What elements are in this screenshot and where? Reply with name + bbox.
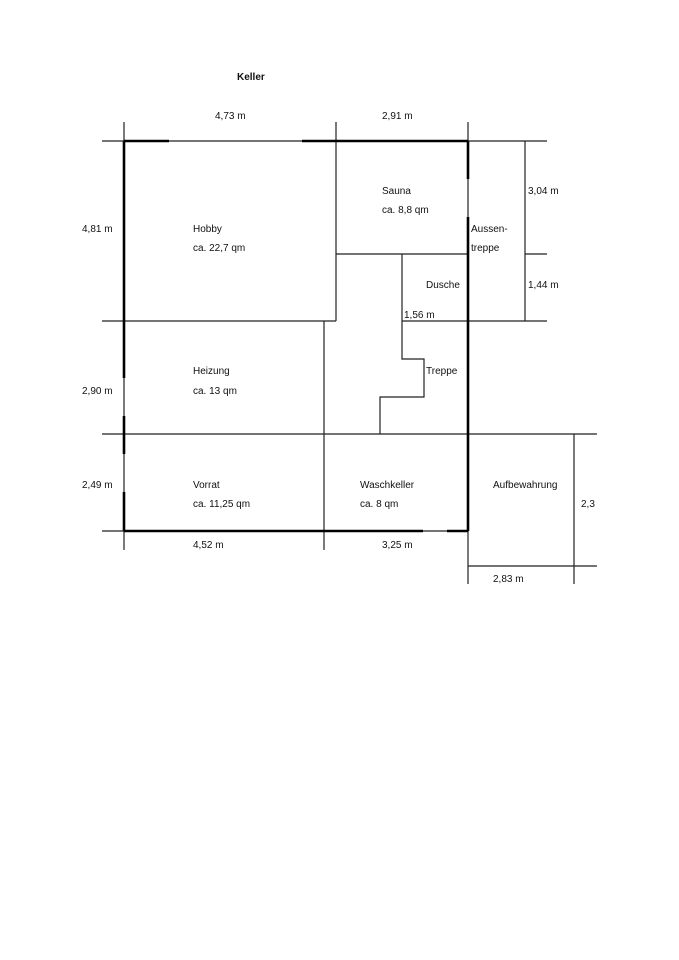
dim-dusche-width: 1,56 m (404, 310, 435, 321)
room-heizung-area: ca. 13 qm (193, 386, 237, 397)
thin-lines (102, 122, 597, 584)
room-sauna-area: ca. 8,8 qm (382, 205, 429, 216)
room-heizung-name: Heizung (193, 366, 230, 377)
dim-bottom-left: 4,52 m (193, 540, 224, 551)
room-aussentreppe-line1: Aussen- (471, 224, 508, 235)
dim-top-right: 2,91 m (382, 111, 413, 122)
dim-bottom-right: 3,25 m (382, 540, 413, 551)
room-treppe-name: Treppe (426, 366, 458, 377)
room-sauna-name: Sauna (382, 186, 411, 197)
dim-left-vorrat: 2,49 m (82, 480, 113, 491)
room-vorrat-name: Vorrat (193, 480, 220, 491)
room-vorrat-area: ca. 11,25 qm (193, 499, 250, 510)
room-waschkeller-area: ca. 8 qm (360, 499, 398, 510)
room-aufbewahrung-name: Aufbewahrung (493, 480, 558, 491)
plan-title: Keller (237, 72, 265, 83)
dim-left-heizung: 2,90 m (82, 386, 113, 397)
dim-right-lower: 1,44 m (528, 280, 559, 291)
room-aussentreppe-line2: treppe (471, 243, 500, 254)
walls (122, 139, 470, 533)
room-dusche-name: Dusche (426, 280, 460, 291)
dim-top-left: 4,73 m (215, 111, 246, 122)
stairs (379, 321, 425, 434)
dim-right-upper: 3,04 m (528, 186, 559, 197)
room-waschkeller-name: Waschkeller (360, 480, 415, 491)
dim-left-hobby: 4,81 m (82, 224, 113, 235)
dim-aufbewahrung-width: 2,83 m (493, 574, 524, 585)
dim-aufbewahrung-height: 2,3 (581, 499, 595, 510)
room-hobby-area: ca. 22,7 qm (193, 243, 245, 254)
room-hobby-name: Hobby (193, 224, 222, 235)
